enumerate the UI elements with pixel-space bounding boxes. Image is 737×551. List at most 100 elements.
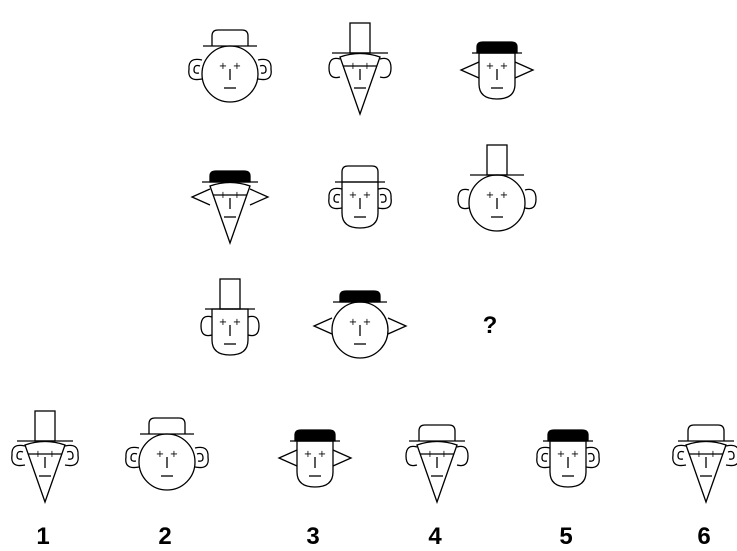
svg-text:+: +: [363, 61, 371, 72]
grid-face-r1-c3: ++: [459, 41, 535, 100]
head-square: [478, 52, 516, 100]
face-features: ++: [219, 61, 241, 89]
option-label-1: 1: [36, 523, 49, 550]
face-features: ++: [304, 449, 326, 477]
hat-bowler-outline: [335, 165, 385, 183]
face-features: ++: [219, 190, 241, 218]
head-square: [341, 181, 379, 229]
option-face-6: ++: [672, 424, 737, 504]
svg-text:+: +: [363, 317, 371, 328]
hat-top-hat: [332, 22, 388, 54]
puzzle-grid: ++++++++++++++++: [188, 22, 537, 359]
svg-text:+: +: [349, 61, 357, 72]
unknown-cell-question-mark: ?: [483, 312, 498, 339]
face-features: ++: [156, 449, 178, 477]
head-triangle: [339, 52, 381, 116]
option-face-2: ++: [125, 417, 209, 491]
face-features: ++: [557, 449, 579, 477]
ears-curly: [11, 444, 79, 467]
head-triangle: [209, 181, 251, 245]
svg-text:+: +: [500, 190, 508, 201]
answer-options: ++1++2++3++4++5++6: [11, 410, 737, 550]
ears-curly: [328, 187, 392, 210]
head-triangle: [24, 440, 66, 504]
ears-round: [405, 445, 469, 467]
face-features: ++: [349, 317, 371, 345]
option-label-3: 3: [306, 523, 319, 550]
head-square: [296, 440, 334, 488]
svg-text:+: +: [571, 449, 579, 460]
svg-text:+: +: [219, 61, 227, 72]
option-1[interactable]: ++1: [11, 410, 79, 550]
svg-text:+: +: [233, 317, 241, 328]
grid-face-r1-c1: ++: [188, 29, 272, 103]
ears-pointed: [312, 317, 408, 335]
option-4[interactable]: ++4: [405, 424, 469, 550]
svg-text:+: +: [48, 449, 56, 460]
option-label-5: 5: [559, 523, 572, 550]
svg-text:+: +: [695, 449, 703, 460]
ears-curly: [188, 58, 272, 81]
option-2[interactable]: ++2: [125, 417, 209, 550]
option-face-1: ++: [11, 410, 79, 504]
grid-face-r2-c3: ++: [457, 144, 537, 232]
head-square: [549, 440, 587, 488]
svg-text:+: +: [219, 190, 227, 201]
svg-text:+: +: [304, 449, 312, 460]
hat-bowler-outline: [678, 424, 734, 442]
ears-curly: [672, 444, 737, 467]
grid-face-r3-c2: ++: [312, 290, 408, 359]
hat-bowler-solid: [290, 429, 340, 442]
svg-text:+: +: [219, 317, 227, 328]
svg-text:+: +: [318, 449, 326, 460]
face-features: ++: [219, 317, 241, 345]
svg-text:+: +: [486, 61, 494, 72]
face-features: ++: [34, 449, 56, 477]
ears-round: [457, 188, 537, 210]
ears-pointed: [459, 61, 535, 79]
option-6[interactable]: ++6: [672, 424, 737, 550]
svg-text:+: +: [440, 449, 448, 460]
face-features: ++: [349, 61, 371, 89]
svg-text:+: +: [709, 449, 717, 460]
svg-text:+: +: [349, 190, 357, 201]
option-5[interactable]: ++5: [536, 429, 600, 550]
hat-bowler-outline: [203, 29, 257, 47]
ears-round: [328, 57, 392, 79]
svg-text:+: +: [557, 449, 565, 460]
option-label-2: 2: [158, 523, 171, 550]
svg-text:+: +: [233, 61, 241, 72]
hat-top-hat: [470, 144, 524, 176]
hat-top-hat: [17, 410, 73, 442]
svg-text:+: +: [233, 190, 241, 201]
face-features: ++: [486, 61, 508, 89]
ears-pointed: [277, 449, 353, 467]
hat-bowler-solid: [333, 290, 387, 303]
option-label-6: 6: [697, 523, 710, 550]
option-face-4: ++: [405, 424, 469, 504]
ears-curly: [536, 446, 600, 469]
ears-curly: [125, 446, 209, 469]
head-triangle: [416, 440, 458, 504]
option-face-5: ++: [536, 429, 600, 488]
face-features: ++: [486, 190, 508, 218]
ears-round: [200, 315, 260, 337]
grid-face-r3-c1: ++: [200, 278, 260, 356]
hat-bowler-outline: [409, 424, 465, 442]
hat-bowler-outline: [140, 417, 194, 435]
hat-bowler-solid: [472, 41, 522, 54]
hat-bowler-solid: [543, 429, 593, 442]
svg-text:+: +: [170, 449, 178, 460]
ears-pointed: [190, 188, 270, 206]
svg-text:+: +: [156, 449, 164, 460]
head-square: [211, 308, 249, 356]
grid-face-r2-c1: ++: [190, 170, 270, 245]
option-3[interactable]: ++3: [277, 429, 353, 550]
face-features: ++: [695, 449, 717, 477]
svg-text:+: +: [500, 61, 508, 72]
svg-text:+: +: [34, 449, 42, 460]
face-features: ++: [426, 449, 448, 477]
head-triangle: [685, 440, 727, 504]
face-features: ++: [349, 190, 371, 218]
